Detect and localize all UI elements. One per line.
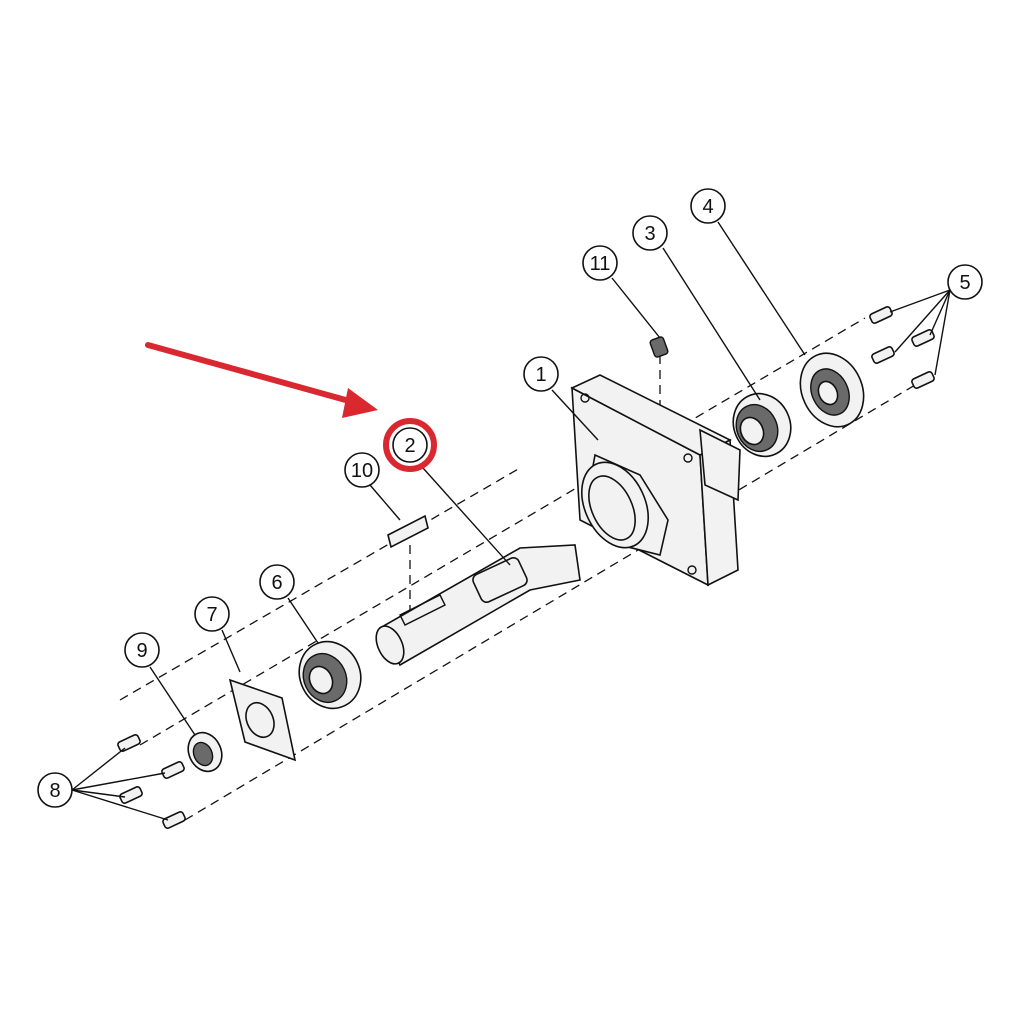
svg-text:4: 4 [702,196,713,218]
callout-4: 4 [690,188,726,224]
bolts-lower [117,734,186,829]
oil-seal [187,731,223,773]
callout-6: 6 [259,564,295,600]
callout-8: 8 [37,772,73,808]
svg-text:6: 6 [271,572,282,594]
drive-shaft [375,544,581,667]
bearing-lower [298,640,362,710]
grease-fitting [649,336,669,358]
arrow-right-icon [145,342,378,418]
svg-text:2: 2 [404,435,415,457]
svg-text:9: 9 [136,640,147,662]
bolts-upper [869,306,935,389]
bearing-cover-upper [799,352,865,428]
callout-2: 2 [383,418,437,472]
callout-7: 7 [194,596,230,632]
shaft-key [387,514,429,549]
mounting-flange-housing [570,374,741,587]
bearing-upper [732,392,792,458]
svg-text:10: 10 [351,460,373,482]
svg-text:7: 7 [206,604,217,626]
bearing-cover-lower [228,678,297,762]
svg-text:1: 1 [535,364,546,386]
callout-5: 5 [947,264,983,300]
callout-11: 11 [582,245,618,281]
svg-text:11: 11 [590,253,611,275]
callout-9: 9 [124,632,160,668]
callout-2-highlight-ring [383,418,437,472]
callout-3: 3 [632,215,668,251]
callout-1: 1 [523,356,559,392]
svg-text:3: 3 [644,223,655,245]
svg-text:8: 8 [49,780,60,802]
leader-lines [71,221,951,821]
svg-text:5: 5 [959,272,970,294]
callout-10: 10 [344,452,380,488]
